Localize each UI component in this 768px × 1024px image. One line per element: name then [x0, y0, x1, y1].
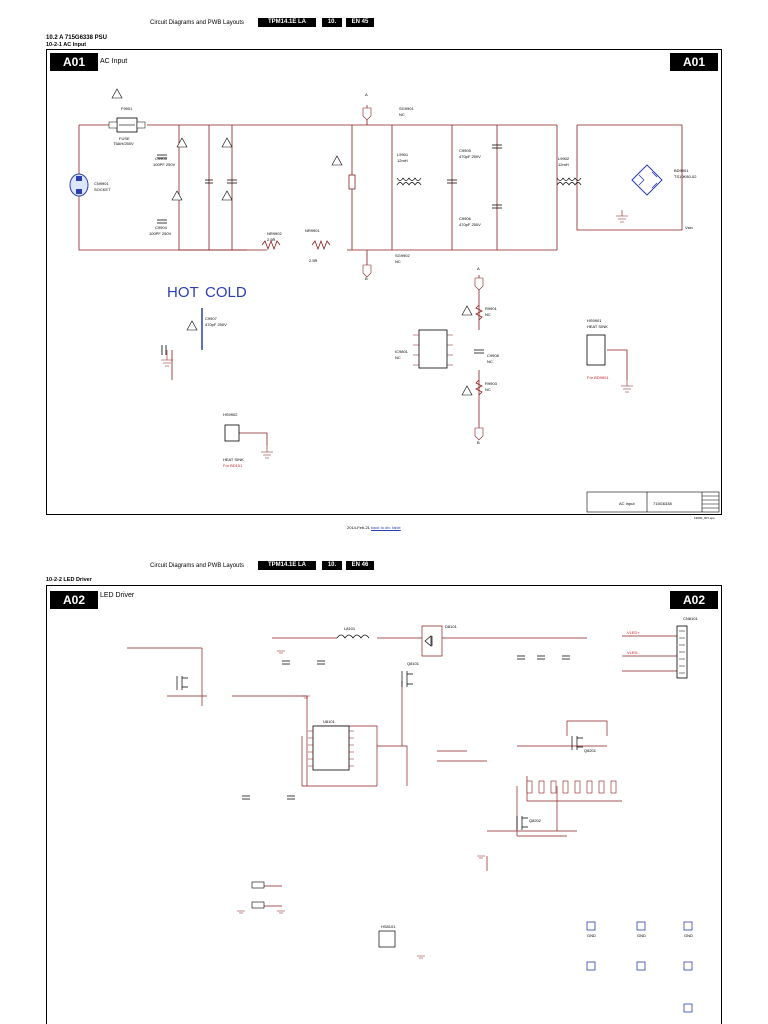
page1-footer: 2014-Feb-21 back to div. table	[347, 525, 401, 530]
page2-schematic-frame: A02 LED Driver A02	[46, 585, 722, 1024]
label-sg9901-val: NC	[399, 112, 405, 117]
label-r9903: R9903	[485, 381, 497, 386]
page1-header-model: TPM14.1E LA	[258, 18, 316, 27]
cold-label: COLD	[205, 284, 247, 301]
block-tag-a02-right: A02	[670, 591, 718, 609]
label-nr9902: NR9902	[267, 231, 282, 236]
label-hs9902-for: For BD101	[223, 463, 243, 468]
label-bd9901-val: TS10K80-02	[674, 174, 697, 179]
label-r9903-val: NC	[485, 387, 491, 392]
label-hs8101: HS8101	[381, 924, 396, 929]
label-node-b-mid: B	[477, 440, 480, 445]
block-tag-a01: A01	[50, 53, 98, 71]
label-gnd-3: GND	[684, 933, 693, 938]
block-title-ac-input: AC Input	[100, 58, 128, 65]
page1-footer-date: 2014-Feb-21	[347, 525, 370, 530]
label-l9902: L9902	[558, 156, 570, 161]
label-gnd-1: GND	[587, 933, 596, 938]
label-bd9901: BD9901	[674, 168, 689, 173]
label-l9902-val: 12mH	[558, 162, 569, 167]
label-fuse: F9901	[121, 106, 133, 111]
label-vled-p: VLED+	[627, 630, 640, 635]
page1-section-title: 10.2 A 715G6338 PSU	[46, 35, 107, 41]
label-socket-name: SOCKET	[94, 187, 111, 192]
label-vsin: Vsin	[685, 225, 693, 230]
label-hs9902-name: HEAT SINK	[223, 457, 244, 462]
page2-header: Circuit Diagrams and PWB Layouts TPM14.1…	[0, 561, 768, 573]
label-c9908-val: NC	[487, 359, 493, 364]
label-c9903-val: 100PF 250V	[153, 162, 176, 167]
label-c9905-val: 470pF 250V	[459, 154, 481, 159]
title-block-cell2: 715G6338	[653, 501, 672, 506]
label-c9908: C9908	[487, 353, 499, 358]
page1-subsection: 10-2-1 AC Input	[46, 42, 87, 48]
block-title-led-driver: LED Driver	[100, 592, 135, 599]
label-sg9902: SG9902	[395, 253, 410, 258]
label-nr9902-val: 2.5R	[267, 237, 276, 242]
page1-footer-link[interactable]: back to div. table	[371, 525, 401, 530]
label-gnd-2: GND	[637, 933, 646, 938]
page1-header-page: EN 45	[346, 18, 374, 27]
label-l9901-val: 12mH	[397, 158, 408, 163]
hot-label: HOT	[167, 284, 199, 301]
page2-header-title: Circuit Diagrams and PWB Layouts	[150, 563, 245, 569]
label-c9904-val: 100PF 250V	[149, 231, 172, 236]
label-ic9801: IC9801	[395, 349, 408, 354]
label-c9907-val: 470pF 250V	[205, 322, 227, 327]
page1-header-chapter: 10.	[322, 18, 342, 27]
label-nr9901: NR9901	[305, 228, 320, 233]
label-socket: CN9901	[94, 181, 109, 186]
label-fuse-val: T5AH/250V	[113, 141, 134, 146]
label-hs9901-name: HEAT SINK	[587, 324, 608, 329]
block-tag-a01-right: A01	[670, 53, 718, 71]
label-l8101: L8101	[344, 626, 356, 631]
label-node-b-top: B	[365, 276, 368, 281]
label-ic9801-val: NC	[395, 355, 401, 360]
page1-header: Circuit Diagrams and PWB Layouts TPM14.1…	[0, 18, 768, 30]
page1-header-title: Circuit Diagrams and PWB Layouts	[150, 20, 245, 26]
ac-input-schematic	[69, 88, 720, 513]
label-fuse-name: FUSE	[119, 136, 130, 141]
label-c9906: C9906	[459, 216, 471, 221]
label-vled-n: VLED-	[627, 650, 639, 655]
label-node-a-top: A	[365, 92, 368, 97]
label-sg9901: SG9901	[399, 106, 414, 111]
led-driver-schematic	[127, 625, 693, 1013]
page2-header-model: TPM14.1E LA	[258, 561, 316, 570]
label-l9901: L9901	[397, 152, 409, 157]
block-tag-a02: A02	[50, 591, 98, 609]
label-c9907: C9907	[205, 316, 217, 321]
page1-schematic-frame: A01 AC Input A01	[46, 49, 722, 515]
page2-header-page: EN 46	[346, 561, 374, 570]
label-node-a-mid: A	[477, 266, 480, 271]
label-c9906-val: 470pF 250V	[459, 222, 481, 227]
label-hs9901-for: For BD9901	[587, 375, 609, 380]
label-r9901: R9901	[485, 306, 497, 311]
label-hs9901: HS9901	[587, 318, 602, 323]
label-hs9902: HS9902	[223, 412, 238, 417]
label-q8101: Q8101	[407, 661, 420, 666]
label-u8101: U8101	[323, 719, 335, 724]
page2-header-chapter: 10.	[322, 561, 342, 570]
label-nr9901-val: 2.5R	[309, 258, 318, 263]
label-c9905: C9905	[459, 148, 471, 153]
page1-footer-small: 19600_007.eps	[694, 516, 715, 520]
label-sg9902-val: NC	[395, 259, 401, 264]
label-q8202: Q8202	[529, 818, 542, 823]
label-q8201: Q8201	[584, 748, 597, 753]
label-c9903: C9903	[155, 156, 167, 161]
title-block-cell1: AC Input	[619, 501, 635, 506]
label-c9904: C9904	[155, 225, 167, 230]
label-r9901-val: NC	[485, 312, 491, 317]
label-d8101: D8101	[445, 624, 457, 629]
page2-subsection: 10-2-2 LED Driver	[46, 577, 92, 583]
label-cn8101: CN8101	[683, 616, 698, 621]
